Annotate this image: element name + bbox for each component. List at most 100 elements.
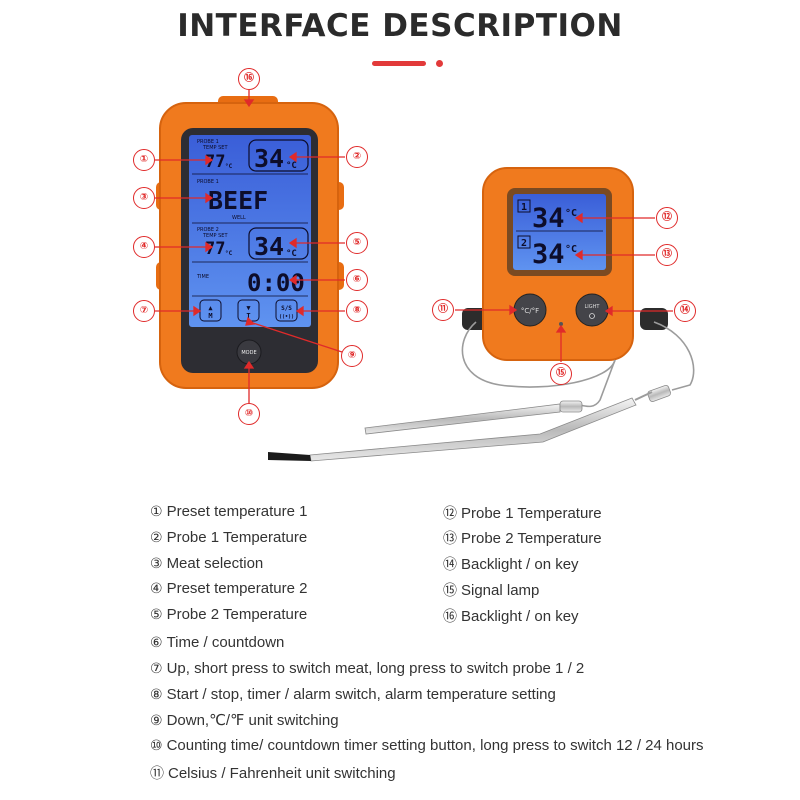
legend-text: Signal lamp <box>461 582 540 599</box>
leader-13-arrow <box>574 249 583 261</box>
leader-14-arrow <box>604 305 613 317</box>
lcd-probe1-label: PROBE 1 <box>197 139 219 145</box>
callout-4: ④ <box>133 236 155 258</box>
down-button-arrow: ▼ <box>246 304 251 312</box>
legend-text: Probe 1 Temperature <box>166 529 308 546</box>
callout-11: ⑪ <box>432 299 454 321</box>
legend-number: ⑮ <box>443 583 457 599</box>
light-button-label: LIGHT <box>585 304 601 310</box>
leader-4-arrow <box>205 241 214 253</box>
probe-black-tip <box>268 452 311 461</box>
legend-text: Meat selection <box>166 555 264 572</box>
t-probe2-index-box <box>517 235 531 249</box>
legend-text: Time / countdown <box>166 634 285 651</box>
legend-number: ② <box>150 530 163 546</box>
ss-button-label: S/S <box>281 305 292 312</box>
lcd-probe1-temp-frame <box>248 139 309 172</box>
lcd-probe1-unit: °C <box>286 161 297 171</box>
callout-3: ③ <box>133 187 155 209</box>
up-button-letter: M <box>208 312 212 320</box>
lcd-preset2-unit: °C <box>225 250 233 257</box>
leader-2-arrow <box>288 151 297 163</box>
mode-button-label: MODE <box>241 350 256 356</box>
legend-text: Preset temperature 1 <box>166 503 308 520</box>
lcd-probe1-preset-sublabel: TEMP SET <box>202 145 228 151</box>
probe-joint <box>634 391 653 401</box>
probe-handle <box>647 384 671 402</box>
product-diagram: PROBE 1 TEMP SET 77 °C 34 °C PROBE 1 BEE… <box>155 90 695 462</box>
legend-number: ③ <box>150 556 163 572</box>
callout-15: ⑮ <box>550 363 572 385</box>
callout-7: ⑦ <box>133 300 155 322</box>
leader-9-arrow <box>245 316 256 326</box>
callout-14: ⑭ <box>674 300 696 322</box>
legend-number: ⑥ <box>150 635 163 651</box>
probe-handle <box>559 400 583 413</box>
lcd-probe1-temp: 34 <box>254 144 284 173</box>
leader-9 <box>249 321 343 353</box>
leader-11-arrow <box>509 304 518 316</box>
callout-16: ⑯ <box>238 68 260 90</box>
legend-text: Preset temperature 2 <box>166 580 308 597</box>
legend-text: Backlight / on key <box>461 608 579 625</box>
legend-number: ⑩ <box>150 738 163 754</box>
probe-cable <box>653 321 695 391</box>
probe-lower <box>268 384 671 462</box>
t-probe1-unit: °C <box>565 208 577 219</box>
callout-10: ⑩ <box>238 403 260 425</box>
page-title: INTERFACE DESCRIPTION <box>177 8 623 44</box>
legend-text: Probe 1 Temperature <box>461 505 602 522</box>
legend-text: Up, short press to switch meat, long pre… <box>166 660 585 677</box>
legend-number: ⑤ <box>150 607 163 623</box>
lcd-time-label: TIME <box>196 274 209 280</box>
leader-3-arrow <box>205 192 214 204</box>
t-probe2-index: 2 <box>521 238 527 249</box>
lcd-probe2-preset-sublabel: TEMP SET <box>202 233 228 239</box>
legend-number: ⑦ <box>150 661 163 677</box>
probe-cable <box>579 359 616 408</box>
callout-13: ⑬ <box>656 244 678 266</box>
legend-number: ⑫ <box>443 506 457 522</box>
lcd-meat-value: BEEF <box>208 186 268 215</box>
callout-leaders <box>155 90 673 403</box>
probe-rod <box>364 403 561 435</box>
legend-number: ⑨ <box>150 713 163 729</box>
legend-text: Celsius / Fahrenheit unit switching <box>168 765 396 782</box>
t-probe2-temp: 34 <box>532 239 565 270</box>
probe-cables <box>461 321 695 408</box>
probe-rod <box>309 397 637 462</box>
down-button-letter: T <box>246 312 250 320</box>
lcd-probe2-label: PROBE 2 <box>197 227 219 233</box>
callout-5: ⑤ <box>346 232 368 254</box>
t-probe2-unit: °C <box>565 244 577 255</box>
cf-button-label: °C/°F <box>521 307 539 315</box>
receiver-device: PROBE 1 TEMP SET 77 °C 34 °C PROBE 1 BEE… <box>156 96 344 389</box>
legend-text: Start / stop, timer / alarm switch, alar… <box>166 686 556 703</box>
legend-text: Counting time/ countdown timer setting b… <box>166 737 704 754</box>
probe-upper <box>364 400 583 435</box>
t-probe1-index: 1 <box>521 202 527 213</box>
leader-6-arrow <box>288 274 297 286</box>
light-button[interactable] <box>575 293 609 327</box>
lcd-probe2-unit: °C <box>286 249 297 259</box>
leader-7-arrow <box>193 305 202 317</box>
legend-number: ⑪ <box>150 766 164 782</box>
legend-number: ⑭ <box>443 557 457 573</box>
alarm-icon: ((•)) <box>279 314 294 320</box>
probe-cable <box>461 321 616 388</box>
legend-number: ⑯ <box>443 609 457 625</box>
leader-1-arrow <box>205 154 214 166</box>
